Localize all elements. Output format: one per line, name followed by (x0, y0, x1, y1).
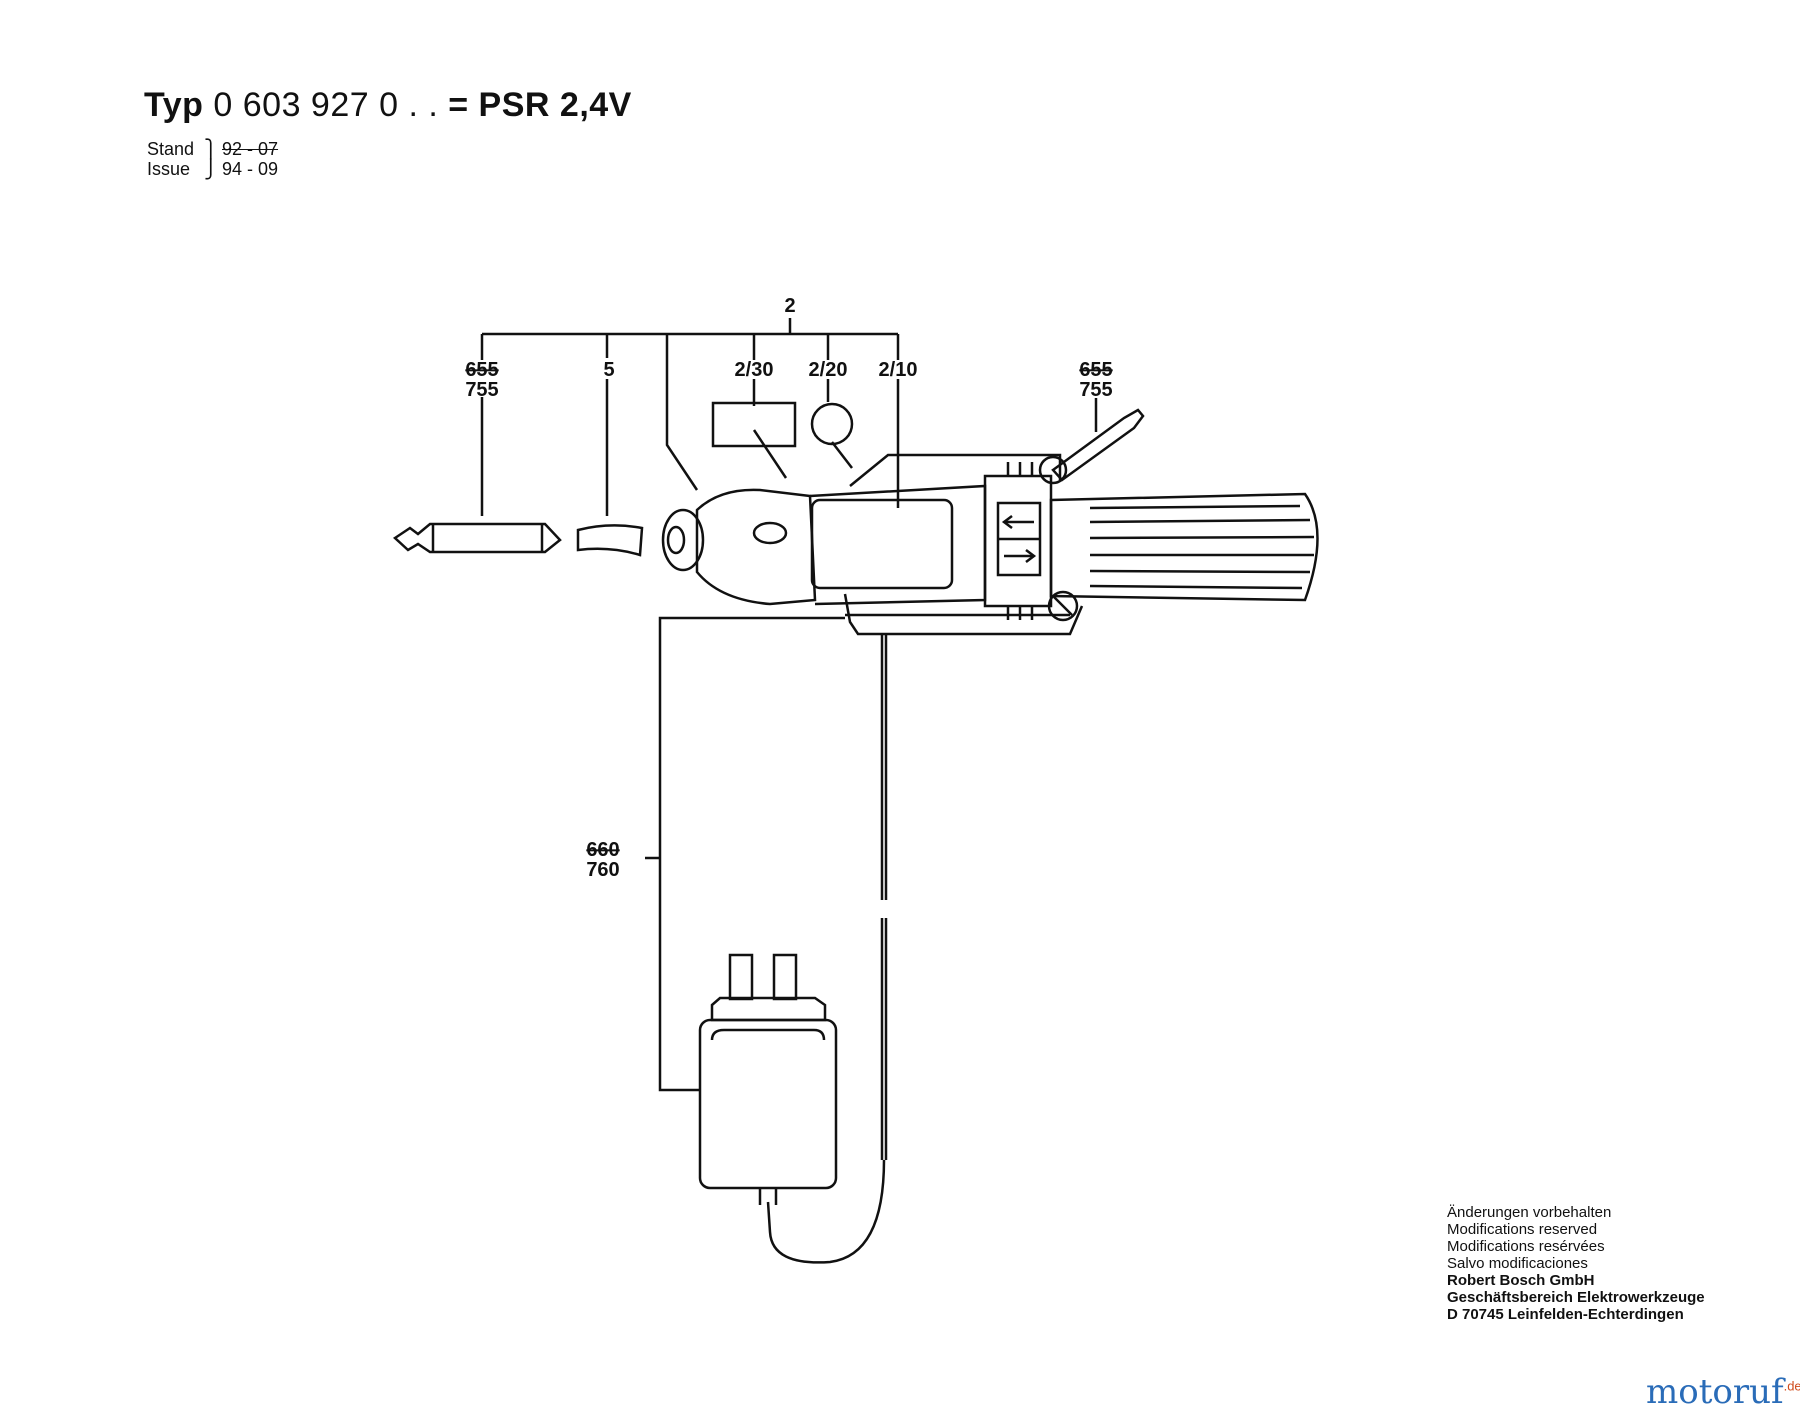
watermark-tld: .de (1783, 1378, 1800, 1394)
charger-plug-top (710, 996, 827, 1022)
callout-bit-left-old: 655 (465, 359, 498, 381)
stand-value: 92 - 07 (222, 139, 279, 159)
bit-storage-screw (1038, 455, 1068, 485)
callout-2-10: 2/10 (879, 359, 918, 381)
bracket-charger-lower (658, 858, 700, 1092)
notice-french: Modifications resérvées (1447, 1238, 1605, 1255)
label-plate (711, 401, 797, 448)
plug-pin-right (772, 953, 798, 1001)
callout-bit-right-old: 655 (1079, 359, 1112, 381)
stand-issue-labels: Stand Issue (147, 139, 194, 179)
gear-housing (695, 488, 817, 606)
notice-german: Änderungen vorbehalten (1447, 1204, 1612, 1221)
company-name: Robert Bosch GmbH (1447, 1272, 1595, 1289)
company-division: Geschäftsbereich Elektrowerkzeuge (1447, 1289, 1705, 1306)
typ-number: 0 603 927 0 . . (213, 86, 439, 124)
leader-housing (665, 334, 699, 491)
screwdriver-bit-left (392, 522, 562, 554)
typ-label: Typ (144, 86, 204, 124)
charger-cable-loop (766, 1159, 886, 1264)
watermark-brand: motoruf (1646, 1372, 1784, 1412)
housing-base (843, 593, 1084, 636)
issue-label: Issue (147, 159, 191, 179)
model-name: = PSR 2,4V (448, 86, 632, 124)
notice-english: Modifications reserved (1447, 1221, 1598, 1238)
bit-holder-sleeve (576, 524, 644, 557)
callout-charger-old: 660 (586, 839, 619, 861)
issue-value: 94 - 09 (222, 159, 279, 179)
footer-notice: Änderungen vorbehalten Modifications res… (1447, 1204, 1705, 1323)
plug-pin-left (728, 953, 754, 1001)
brace-icon: ⎫⎭ (204, 139, 218, 179)
housing-screw (1047, 590, 1079, 622)
stand-issue-values: 92 - 07 94 - 09 (222, 139, 278, 179)
chuck-nose (661, 508, 705, 572)
handle-grip (1049, 492, 1319, 602)
bracket-charger-upper (658, 616, 845, 858)
callout-bit-right-new: 755 (1079, 379, 1112, 401)
motor-label-area (810, 498, 954, 590)
notice-spanish: Salvo modificaciones (1447, 1255, 1588, 1272)
stand-label: Stand (147, 139, 195, 159)
callout-5: 5 (603, 359, 614, 381)
watermark-logo: motoruf.de (1646, 1372, 1800, 1412)
screwdriver-bit-right (1051, 408, 1145, 482)
leader-2-30-b (752, 429, 788, 479)
callout-2-30: 2/30 (735, 359, 774, 381)
callout-charger-new: 760 (586, 859, 619, 881)
callout-bit-left-new: 755 (465, 379, 498, 401)
housing-top-edge (849, 453, 1062, 487)
page-title: Typ 0 603 927 0 . . = PSR 2,4V (144, 86, 632, 125)
callout-assembly-2: 2 (784, 295, 795, 317)
leader-2-20-b (831, 441, 853, 469)
rating-disc (810, 402, 854, 446)
company-address: D 70745 Leinfelden-Echterdingen (1447, 1306, 1684, 1323)
charger-body (698, 1018, 838, 1190)
callout-2-20: 2/20 (809, 359, 848, 381)
